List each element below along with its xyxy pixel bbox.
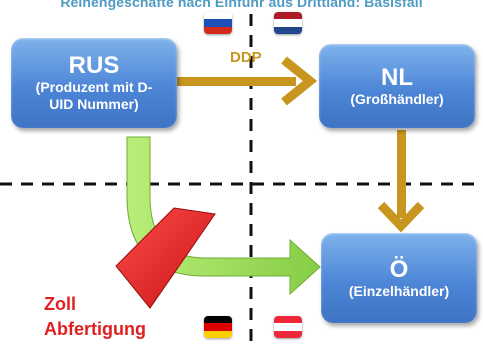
rus-box-title: RUS: [68, 52, 120, 79]
flag-stripe: [204, 26, 232, 34]
ddp-label: DDP: [230, 49, 262, 66]
flag-stripe: [274, 19, 302, 27]
flag-stripe: [274, 12, 302, 20]
rus-producer-box: RUS (Produzent mit D-UID Nummer): [11, 38, 177, 128]
flag-stripe: [204, 323, 232, 331]
customs-label-line2: Abfertigung: [44, 319, 146, 339]
customs-label: Zoll Abfertigung: [44, 292, 146, 342]
flag-stripe: [204, 12, 232, 20]
flag-stripe: [274, 26, 302, 34]
oe-retailer-box: Ö (Einzelhändler): [321, 233, 477, 323]
nl-wholesaler-box: NL (Großhändler): [319, 44, 475, 128]
customs-barrier: [115, 207, 216, 309]
nl-box-title: NL: [381, 63, 413, 91]
ddp-arrow: [176, 56, 318, 106]
netherlands-flag: [274, 12, 302, 34]
flag-stripe: [204, 330, 232, 338]
rus-box-subtitle: (Produzent mit D-UID Nummer): [35, 79, 153, 112]
russia-flag: [204, 12, 232, 34]
flag-stripe: [274, 330, 302, 338]
diagram-title: Reihengeschäfte nach Einfuhr aus Drittla…: [60, 0, 423, 10]
customs-label-line1: Zoll: [44, 294, 76, 314]
oe-box-subtitle: (Einzelhändler): [348, 282, 450, 299]
flag-stripe: [204, 19, 232, 27]
austria-flag: [274, 316, 302, 338]
nl-box-subtitle: (Großhändler): [350, 90, 444, 107]
flag-stripe: [204, 316, 232, 324]
flag-stripe: [274, 323, 302, 331]
germany-flag: [204, 316, 232, 338]
flag-stripe: [274, 316, 302, 324]
nl-to-oe-arrow: [377, 130, 425, 233]
oe-box-title: Ö: [389, 255, 409, 283]
